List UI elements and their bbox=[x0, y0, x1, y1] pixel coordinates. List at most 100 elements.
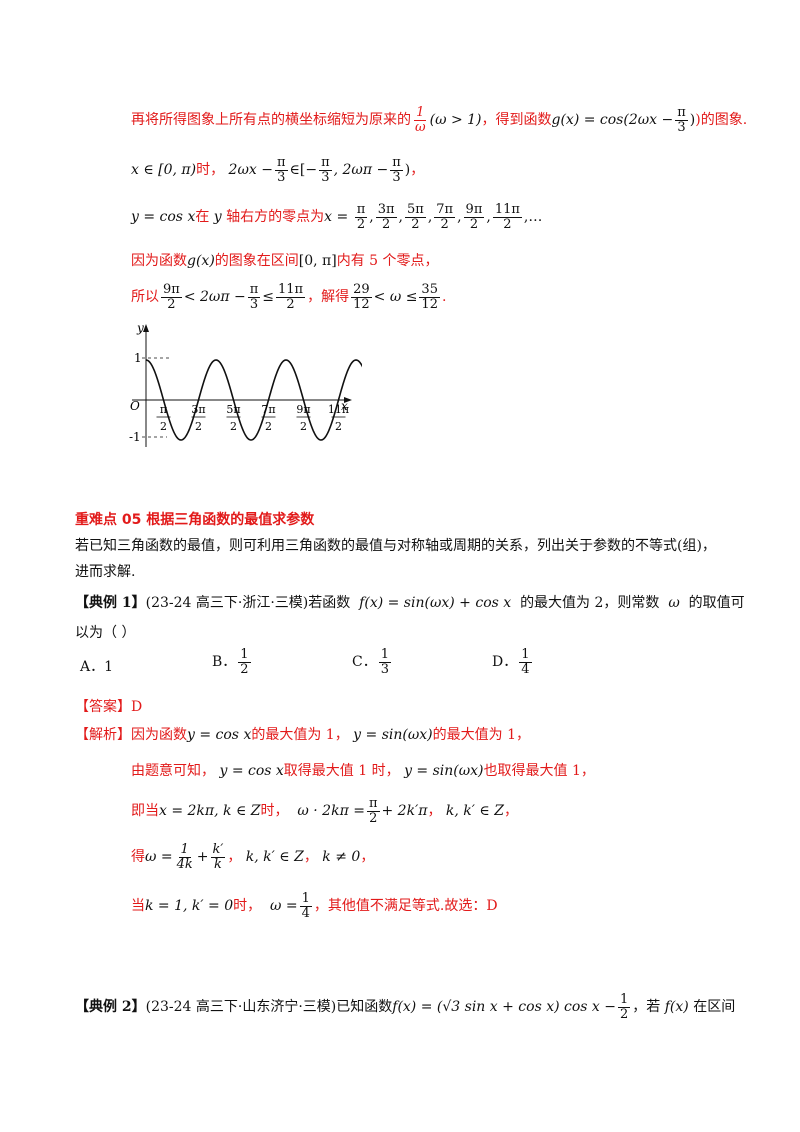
svg-text:11π: 11π bbox=[328, 403, 349, 416]
ex2-text3: 在区间 bbox=[693, 999, 736, 1016]
an-l1e: 的最大值为 1， bbox=[432, 727, 530, 743]
an-l3b: x = 2kπ, k ∈ Z bbox=[159, 803, 261, 820]
ex1-text2: 的最大值为 2，则常数 bbox=[520, 595, 660, 611]
x-tick-label: 3π2 bbox=[191, 403, 205, 433]
line1-end: )的图象. bbox=[695, 112, 748, 129]
svg-text:3π: 3π bbox=[191, 403, 205, 416]
function-f: f(x) = sin(ωx) + cos x bbox=[359, 595, 512, 611]
svg-text:2: 2 bbox=[265, 420, 272, 433]
svg-text:π: π bbox=[160, 403, 167, 416]
tick-one: 1 bbox=[134, 351, 142, 365]
line4-a: 因为函数 bbox=[131, 253, 187, 269]
an-l2a: 由题意可知， bbox=[131, 763, 215, 779]
line5-end: . bbox=[441, 289, 447, 306]
x-tick-label: π2 bbox=[156, 403, 171, 433]
analysis-line-2: 由题意可知， y = cos x取得最大值 1 时， y = sin(ωx)也取… bbox=[131, 760, 595, 780]
example-source: (23-24 高三下·浙江·三模) bbox=[145, 595, 309, 611]
line3-x-eq: x = bbox=[324, 209, 349, 226]
cos-function: y = cos x bbox=[131, 209, 196, 226]
y-axis-arrow bbox=[143, 324, 149, 332]
example-2-line-1: 【典例 2】(23-24 高三下·山东济宁·三模)已知函数f(x) = (√3 … bbox=[75, 993, 735, 1021]
an-l4d: k, k′ ∈ Z bbox=[245, 849, 304, 866]
line3-zeros-text: 轴右方的零点为 bbox=[226, 209, 325, 226]
x-label: x bbox=[341, 399, 348, 413]
line3-at: 在 bbox=[195, 209, 210, 226]
option-a[interactable]: A．1 bbox=[80, 659, 114, 675]
an-l2c: 取得最大值 1 时， bbox=[283, 763, 400, 779]
an-l3c: 时， bbox=[260, 803, 289, 820]
line1-mid: ，得到函数 bbox=[481, 112, 552, 129]
an-l3e: + 2k′π bbox=[381, 803, 428, 820]
line3-y: y bbox=[213, 209, 222, 226]
line2-in: ∈ bbox=[289, 162, 300, 179]
svg-text:5π: 5π bbox=[226, 403, 240, 416]
origin-label: O bbox=[130, 399, 140, 413]
an-l5b: k = 1, k′ = 0 bbox=[145, 898, 234, 915]
x-domain: x ∈ [0, π) bbox=[131, 162, 197, 179]
function-f2: f(x) = (√3 sin x + cos x) cos x − bbox=[392, 999, 616, 1016]
line2-comma: ， bbox=[410, 162, 425, 179]
ex2-fx: f(x) bbox=[664, 999, 689, 1016]
line4-g: g(x) bbox=[187, 253, 215, 269]
an-l1d: y = sin(ωx) bbox=[353, 727, 433, 743]
ex1-text3: 的取值可 bbox=[688, 595, 745, 611]
ex1-omega: ω bbox=[668, 595, 680, 611]
svg-text:2: 2 bbox=[195, 420, 202, 433]
an-l5d: ω = bbox=[270, 898, 298, 915]
an-l2d: y = sin(ωx) bbox=[404, 763, 484, 779]
svg-text:2: 2 bbox=[335, 420, 342, 433]
line2-upper: , 2ωπ − bbox=[333, 162, 389, 179]
line3-tail: ,… bbox=[523, 209, 543, 226]
svg-text:9π: 9π bbox=[296, 403, 310, 416]
line5-e: < ω ≤ bbox=[373, 289, 418, 306]
svg-text:2: 2 bbox=[160, 420, 167, 433]
line2-bracket: [− bbox=[299, 162, 318, 179]
line2-when: 时， bbox=[196, 162, 225, 179]
an-l1a: 因为函数 bbox=[131, 727, 187, 743]
svg-text:2: 2 bbox=[230, 420, 237, 433]
intro-line-2: 进而求解. bbox=[75, 564, 136, 580]
an-l4f: k ≠ 0 bbox=[322, 849, 361, 866]
line-4: 因为函数g(x)的图象在区间[0, π]内有 5 个零点， bbox=[131, 250, 439, 270]
svg-text:2: 2 bbox=[300, 420, 307, 433]
svg-text:7π: 7π bbox=[261, 403, 275, 416]
an-l3d: ω · 2kπ = bbox=[297, 803, 365, 820]
fraction: k′k bbox=[210, 842, 226, 872]
an-l3a: 即当 bbox=[131, 803, 159, 820]
line1-text: 再将所得图象上所有点的横坐标缩短为原来的 bbox=[131, 112, 411, 129]
answer-value: D bbox=[131, 699, 143, 715]
omega-condition: (ω > 1) bbox=[429, 112, 482, 129]
analysis-label: 【解析】 bbox=[75, 727, 131, 743]
line5-so: 所以 bbox=[131, 289, 159, 306]
an-l3f: ， bbox=[427, 803, 442, 820]
an-l5a: 当 bbox=[131, 898, 145, 915]
an-l4c: ， bbox=[227, 849, 242, 866]
an-l2b: y = cos x bbox=[219, 763, 284, 779]
cosine-curve bbox=[145, 359, 362, 441]
an-l1c: 的最大值为 1， bbox=[251, 727, 349, 743]
